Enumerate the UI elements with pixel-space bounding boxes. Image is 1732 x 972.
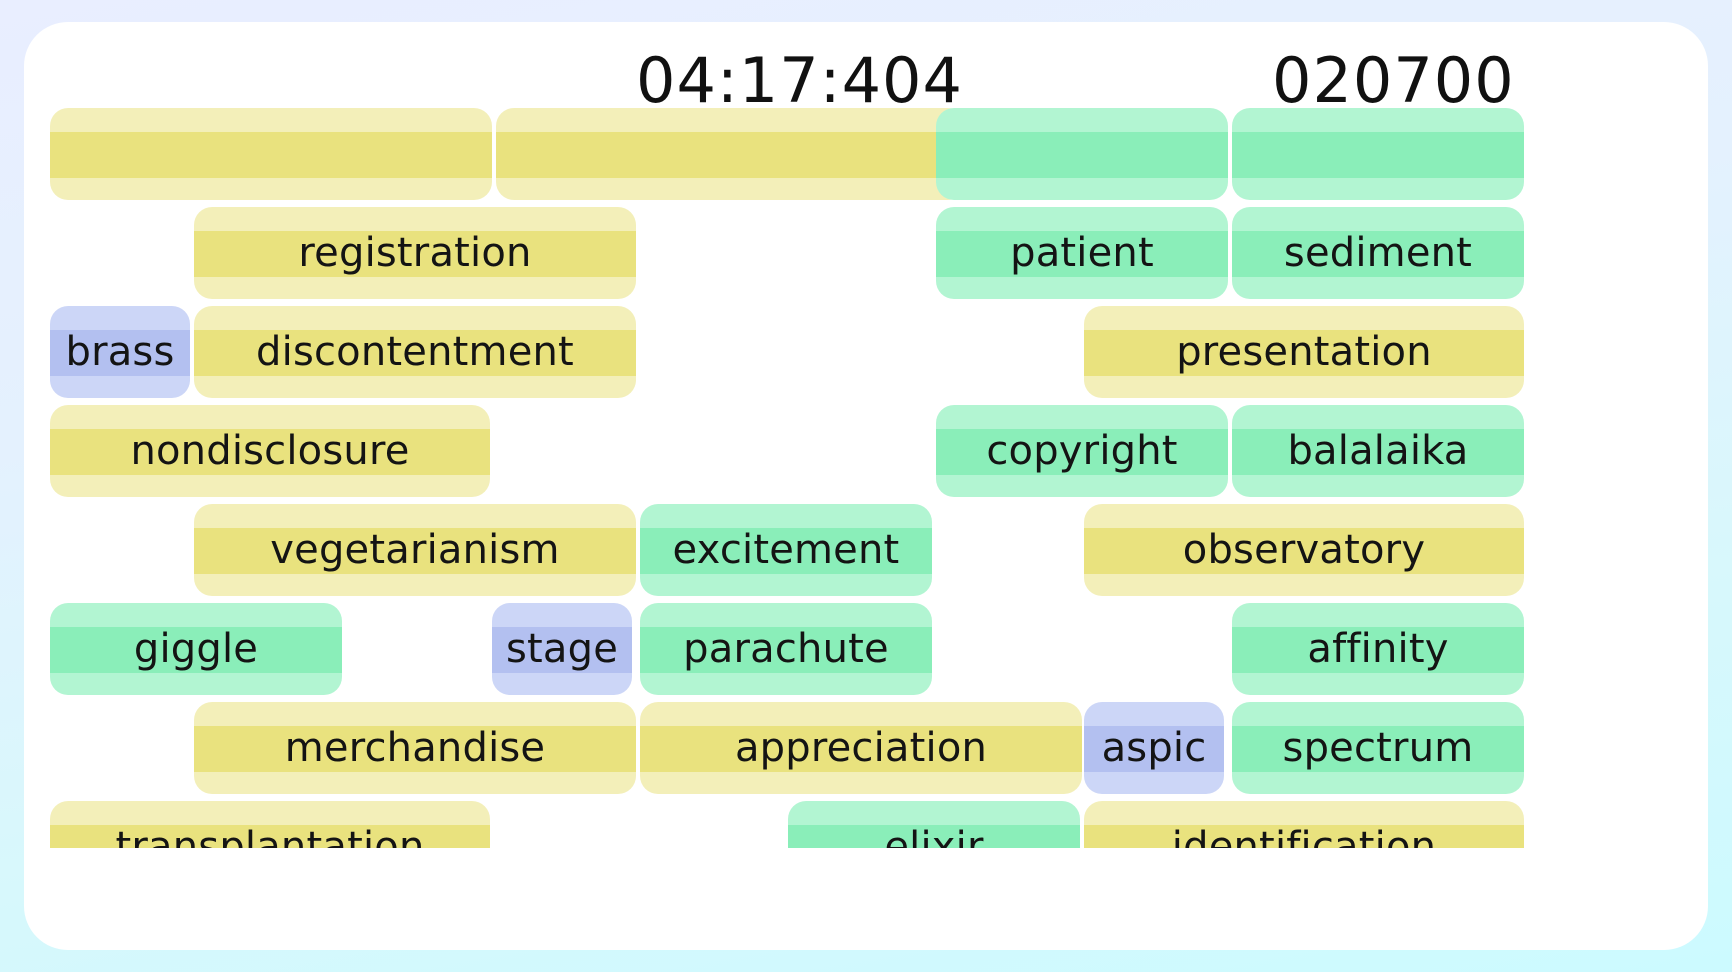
word-pill-label: registration xyxy=(298,230,532,276)
word-pill[interactable]: patient xyxy=(936,207,1228,299)
word-pill[interactable]: nondisclosure xyxy=(50,405,490,497)
word-pill[interactable]: discontentment xyxy=(194,306,636,398)
word-row xyxy=(24,108,1708,207)
word-pill[interactable]: sediment xyxy=(1232,207,1524,299)
word-pill[interactable]: excitement xyxy=(640,504,932,596)
word-pill-label: elixir xyxy=(884,824,984,848)
word-pill[interactable]: brass xyxy=(50,306,190,398)
word-pill[interactable]: identification xyxy=(1084,801,1524,848)
word-pill-label: observatory xyxy=(1182,527,1426,573)
word-pill-label: excitement xyxy=(672,527,900,573)
word-pill-label: stage xyxy=(505,626,619,672)
word-pill[interactable]: transplantation xyxy=(50,801,490,848)
word-pill-label: presentation xyxy=(1176,329,1432,375)
word-pill-label: merchandise xyxy=(284,725,546,771)
word-pill-clipped[interactable] xyxy=(50,108,492,200)
word-pill[interactable]: parachute xyxy=(640,603,932,695)
falling-words-field: registration patient sediment brass disconte… xyxy=(24,108,1708,848)
word-pill-label: affinity xyxy=(1307,626,1449,672)
word-pill-label: sediment xyxy=(1283,230,1473,276)
word-pill-label: brass xyxy=(65,329,175,375)
word-pill[interactable]: spectrum xyxy=(1232,702,1524,794)
word-pill[interactable]: observatory xyxy=(1084,504,1524,596)
word-row: giggle stage parachute affinity xyxy=(24,603,1708,702)
word-pill-label: identification xyxy=(1171,824,1437,848)
score-display: 020700 xyxy=(1272,44,1515,117)
word-pill[interactable]: giggle xyxy=(50,603,342,695)
timer-display: 04:17:404 xyxy=(636,44,963,117)
word-pill[interactable]: aspic xyxy=(1084,702,1224,794)
word-pill-label: nondisclosure xyxy=(130,428,410,474)
word-pill[interactable]: copyright xyxy=(936,405,1228,497)
word-pill-label: transplantation xyxy=(115,824,425,848)
word-pill[interactable]: merchandise xyxy=(194,702,636,794)
word-pill[interactable]: registration xyxy=(194,207,636,299)
word-pill-label: discontentment xyxy=(256,329,574,375)
word-pill-label: appreciation xyxy=(734,725,988,771)
word-pill[interactable]: elixir xyxy=(788,801,1080,848)
word-pill-label: copyright xyxy=(986,428,1178,474)
word-pill-label: vegetarianism xyxy=(270,527,560,573)
word-row: nondisclosure copyright balalaika xyxy=(24,405,1708,504)
word-pill-clipped[interactable] xyxy=(1232,108,1524,200)
word-pill-label: patient xyxy=(1010,230,1154,276)
word-pill[interactable]: vegetarianism xyxy=(194,504,636,596)
word-pill[interactable]: stage xyxy=(492,603,632,695)
word-pill-label: spectrum xyxy=(1282,725,1474,771)
word-pill-label: aspic xyxy=(1101,725,1207,771)
word-pill[interactable]: affinity xyxy=(1232,603,1524,695)
word-pill-label: parachute xyxy=(683,626,889,672)
word-pill[interactable]: balalaika xyxy=(1232,405,1524,497)
word-pill-label: giggle xyxy=(133,626,259,672)
word-row: vegetarianism excitement observatory xyxy=(24,504,1708,603)
word-pill[interactable]: presentation xyxy=(1084,306,1524,398)
word-pill-label: balalaika xyxy=(1287,428,1469,474)
word-pill[interactable]: appreciation xyxy=(640,702,1082,794)
word-row: merchandise appreciation aspic spectrum xyxy=(24,702,1708,801)
game-card: 04:17:404 020700 registration patient sedi… xyxy=(24,22,1708,950)
word-row: transplantation elixir identification xyxy=(24,801,1708,848)
word-pill-clipped[interactable] xyxy=(936,108,1228,200)
word-row: brass discontentment presentation xyxy=(24,306,1708,405)
word-pill-clipped[interactable] xyxy=(496,108,966,200)
word-row: registration patient sediment xyxy=(24,207,1708,306)
